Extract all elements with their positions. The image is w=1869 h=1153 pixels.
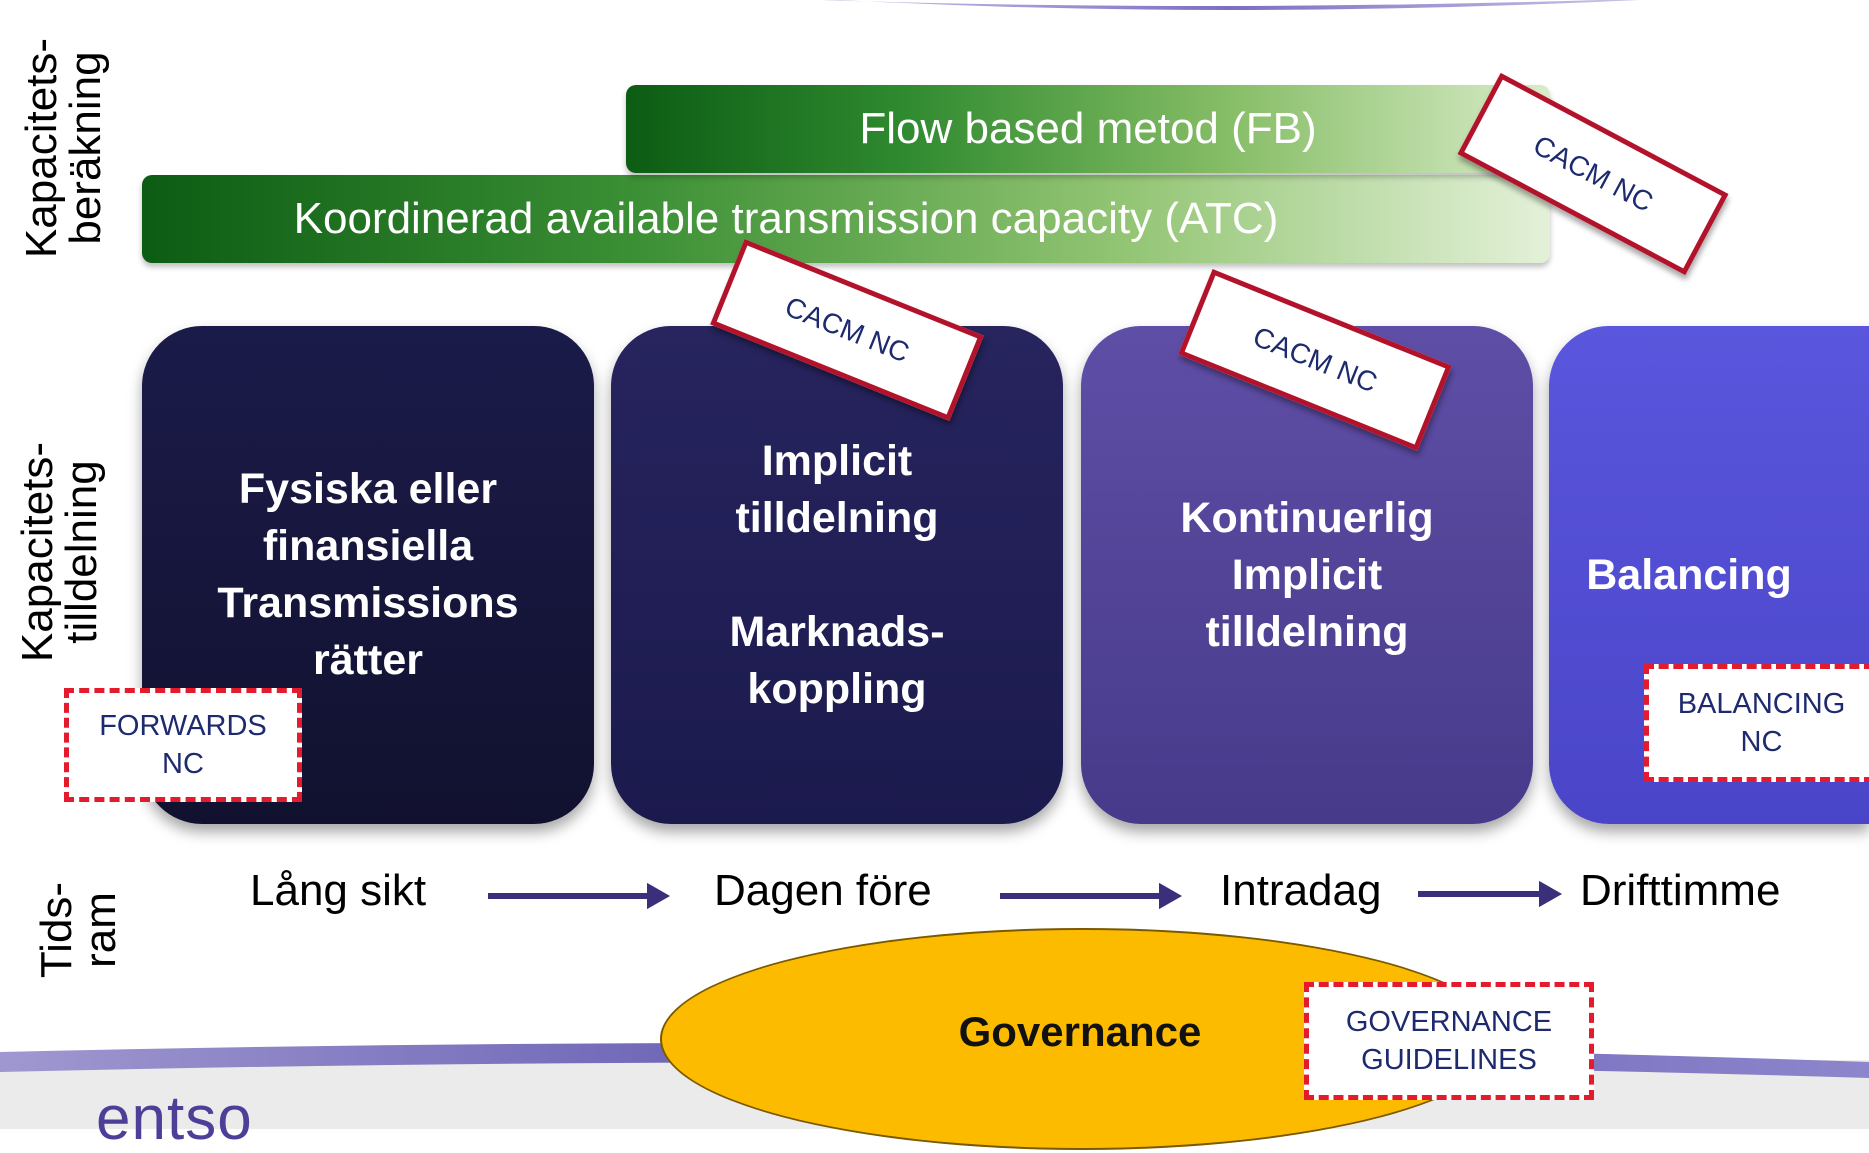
block-day-ahead: Implicit tilldelning Marknads- koppling [611,326,1063,824]
fb-method-label: Flow based metod (FB) [859,104,1317,153]
atc-method-bar: Koordinerad available transmission capac… [142,175,1550,263]
label-tidsram: Tids-ram [32,881,125,979]
fb-method-bar: Flow based metod (FB) [626,85,1550,173]
entsoe-logo: entso [96,1084,253,1153]
timeline-intraday: Intradag [1220,866,1382,915]
timeline-operating-hour: Drifttimme [1580,866,1781,915]
label-kapacitetstilldelning: Kapacitets-tilldelning [13,441,106,663]
timeline-day-ahead: Dagen före [714,866,932,915]
top-frame-arc [820,0,1640,10]
arrow-head-1 [647,882,671,910]
arrow-head-3 [1539,880,1563,908]
block-intraday: Kontinuerlig Implicit tilldelning [1081,326,1533,824]
label-kapacitetsberakning: Kapacitets-beräkning [17,37,110,259]
arrow-head-2 [1159,882,1183,910]
timeline-long-term: Lång sikt [250,866,427,915]
governance-label: Governance [958,1008,1202,1055]
atc-method-label: Koordinerad available transmission capac… [293,194,1279,243]
